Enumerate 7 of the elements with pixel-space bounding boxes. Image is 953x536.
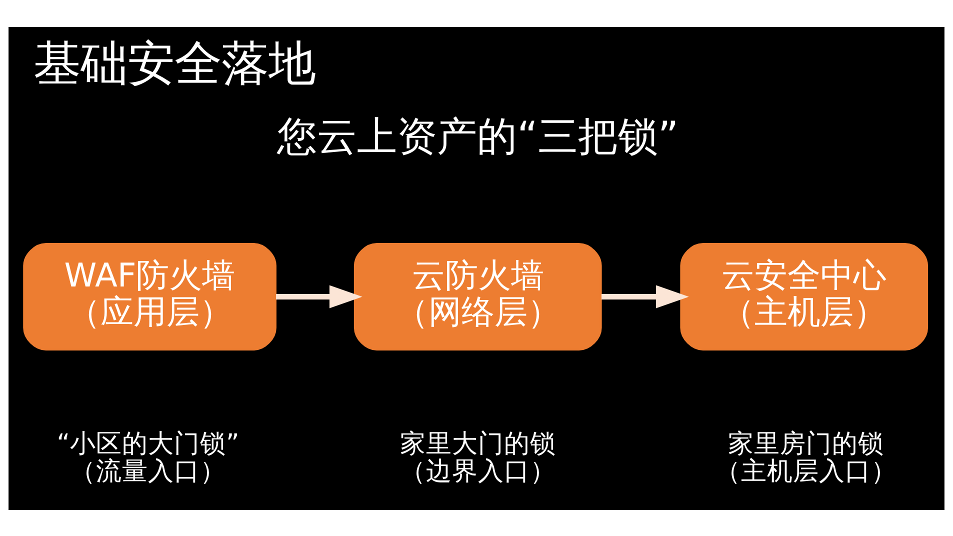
label: 您云上资产的“三把锁”: [277, 114, 679, 160]
node-box: WAF防火墙 （应用层）: [23, 242, 276, 350]
arrow: [601, 284, 689, 308]
diagram-title: 基础安全落地: [33, 36, 316, 91]
arrow: [276, 284, 362, 308]
node-box: 云防火墙 （网络层）: [354, 242, 602, 350]
node-box: 云安全中心 （主机层）: [680, 242, 928, 350]
